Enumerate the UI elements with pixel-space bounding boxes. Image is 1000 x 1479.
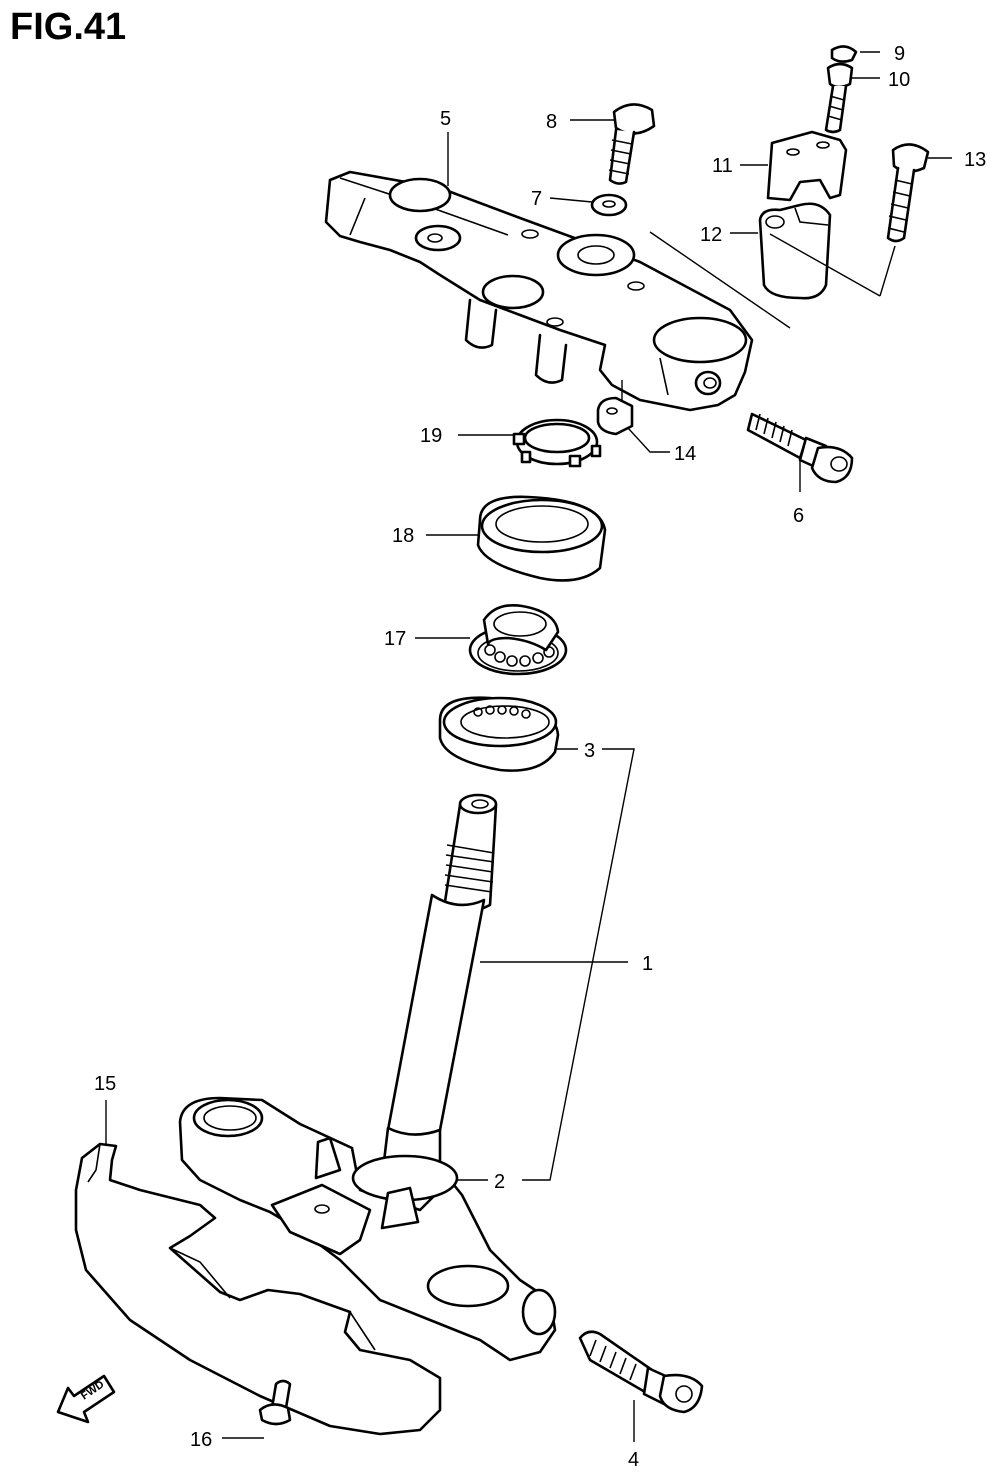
washer-7 <box>590 193 628 217</box>
lower-bracket <box>178 1096 557 1362</box>
fwd-arrow-icon: FWD <box>56 1374 116 1424</box>
callout-7: 7 <box>531 188 542 210</box>
seal-18 <box>476 495 607 582</box>
callout-17: 17 <box>384 628 406 650</box>
callout-13: 13 <box>964 149 986 171</box>
callout-16: 16 <box>190 1429 212 1451</box>
bolt-13 <box>886 143 930 243</box>
callout-4: 4 <box>628 1449 639 1471</box>
callout-1: 1 <box>642 953 653 975</box>
figure-title: FIG.41 <box>10 6 127 48</box>
callout-8: 8 <box>546 111 557 133</box>
callout-19: 19 <box>420 425 442 447</box>
bolt-4 <box>578 1330 704 1414</box>
bolt-10 <box>824 62 854 134</box>
callout-3: 3 <box>584 740 595 762</box>
cap-9 <box>830 45 858 63</box>
callout-5: 5 <box>440 108 451 130</box>
holder-12 <box>758 202 832 300</box>
upper-bracket <box>324 170 754 412</box>
race-3 <box>438 696 560 772</box>
callout-10: 10 <box>888 69 910 91</box>
steering-stem-1 <box>380 793 498 1184</box>
callout-2: 2 <box>494 1171 505 1193</box>
nut-14 <box>596 396 634 436</box>
callout-9: 9 <box>894 43 905 65</box>
bearing-17 <box>468 604 568 676</box>
callout-11: 11 <box>712 155 733 177</box>
bolt-6 <box>746 412 854 484</box>
bolt-8 <box>608 103 656 185</box>
screw-16 <box>258 1379 292 1426</box>
callout-labels: 1 2 3 4 5 6 7 8 9 10 11 12 13 14 15 16 1… <box>94 43 986 1471</box>
holder-11 <box>766 130 848 202</box>
callout-14: 14 <box>674 443 696 465</box>
callout-18: 18 <box>392 525 414 547</box>
callout-15: 15 <box>94 1073 116 1095</box>
callout-12: 12 <box>700 224 722 246</box>
leader-lines <box>105 51 952 1442</box>
locknut-19 <box>512 418 602 468</box>
callout-6: 6 <box>793 505 804 527</box>
cover-15 <box>74 1142 442 1436</box>
